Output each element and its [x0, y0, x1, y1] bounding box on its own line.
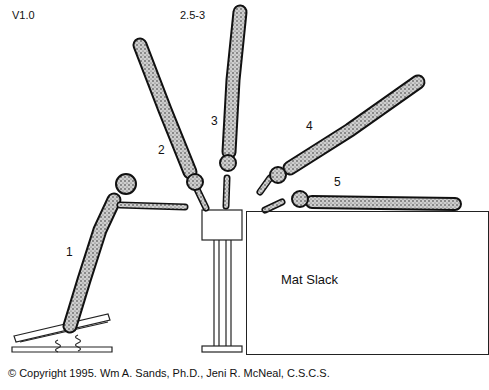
version-label: 2.5-3	[180, 10, 205, 21]
callout-number: 2	[158, 144, 165, 156]
node-label: Mat Slack	[281, 272, 338, 287]
vaulting-table	[202, 210, 242, 352]
version-label: V1.0	[12, 10, 35, 21]
gymnast-figure	[220, 12, 240, 206]
gymnast-figure	[70, 174, 185, 326]
mat-stack: Mat Slack	[246, 211, 489, 355]
gymnast-figure	[140, 45, 206, 208]
gymnast-figure	[265, 191, 455, 210]
gymnast-figure	[260, 82, 418, 192]
springboard	[12, 314, 112, 352]
callout-number: 1	[66, 246, 73, 258]
copyright-note: © Copyright 1995. Wm A. Sands, Ph.D., Je…	[8, 368, 330, 379]
callout-number: 5	[334, 176, 341, 188]
callout-number: 3	[211, 115, 218, 127]
callout-number: 4	[306, 120, 313, 132]
